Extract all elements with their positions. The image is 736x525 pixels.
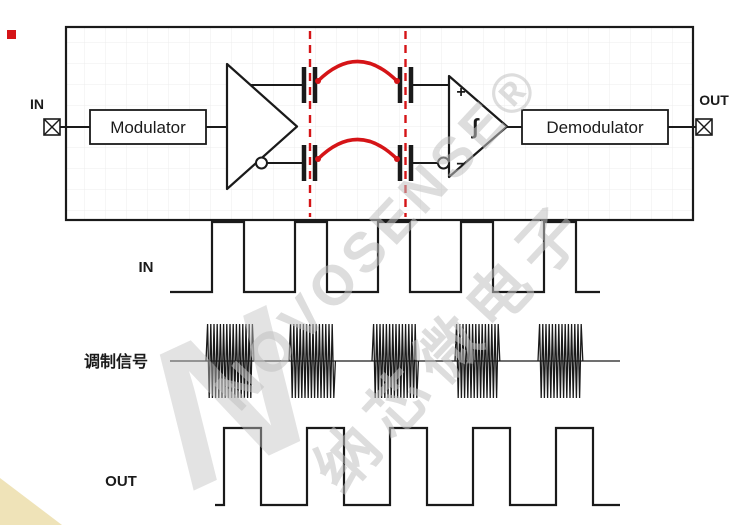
in-waveform-label: IN xyxy=(139,259,154,276)
coupling-arc-bottom xyxy=(316,137,399,161)
coupling-arc-top-dot-right xyxy=(394,78,400,84)
coupling-arc-bottom-dot-left xyxy=(315,156,321,162)
comparator-plus-label: + xyxy=(456,84,465,101)
schmitt-trigger-icon: ʃ xyxy=(470,114,480,139)
coupling-arc-top xyxy=(316,59,399,83)
corner-watermark-shape xyxy=(0,478,62,525)
in-waveform xyxy=(170,220,600,294)
out-waveform xyxy=(215,426,620,507)
out-port-icon xyxy=(695,118,713,136)
in-port-icon xyxy=(43,118,61,136)
demodulator-label: Demodulator xyxy=(546,118,644,137)
coupling-arc-top-dot-left xyxy=(315,78,321,84)
out-waveform-label: OUT xyxy=(105,473,137,490)
comparator-triangle xyxy=(447,74,509,179)
in-port-label: IN xyxy=(30,96,44,112)
coupling-arc-bottom-dot-right xyxy=(394,156,400,162)
driver-inversion-bubble xyxy=(255,156,268,170)
out-port-label: OUT xyxy=(699,92,729,108)
red-mark xyxy=(7,30,16,39)
comparator-minus-label: − xyxy=(456,156,465,173)
modulated-signal-label: 调制信号 xyxy=(84,352,148,371)
modulator-label: Modulator xyxy=(110,118,186,137)
modulated-signal-waveform xyxy=(170,323,620,399)
comparator-inversion-bubble xyxy=(437,156,450,170)
